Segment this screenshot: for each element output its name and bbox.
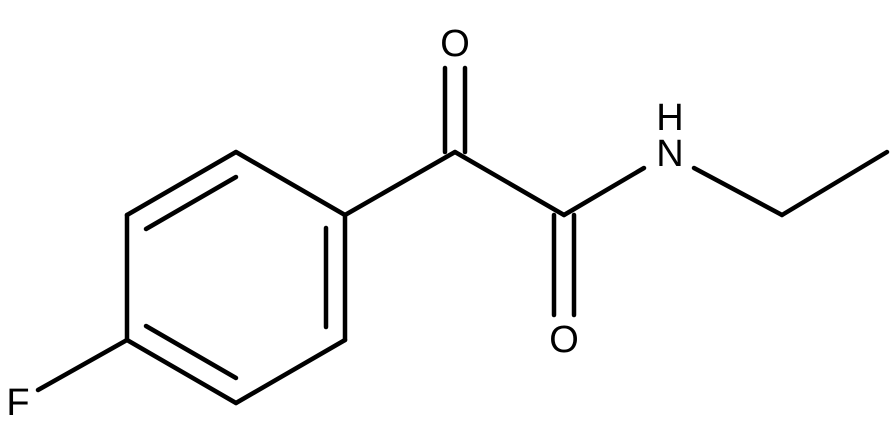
ring-inner-double-top-left <box>143 174 239 232</box>
bond-n-ch2 <box>691 165 785 218</box>
bond-ring-carbonyl <box>342 149 458 218</box>
ring-bond-top-right <box>233 149 348 218</box>
oxygen-top-label: O <box>440 23 470 65</box>
amide-hydrogen-label: H <box>656 97 683 139</box>
bonds <box>35 65 890 406</box>
bond-ch2-ch3 <box>779 149 890 218</box>
atom-labels: O O N H F <box>6 23 683 424</box>
ring-bond-bottom-left <box>124 337 239 406</box>
fluorine-label: F <box>6 382 29 424</box>
oxygen-bottom-label: O <box>549 319 579 361</box>
ring-bond-bottom-right <box>233 337 348 406</box>
nitrogen-label: N <box>656 133 683 175</box>
ring-inner-double-bottom <box>143 323 239 381</box>
bond-c-c <box>452 149 567 218</box>
ring-bond-top-left <box>124 149 239 218</box>
bond-c-n <box>561 165 647 218</box>
bond-c-f <box>35 337 130 393</box>
